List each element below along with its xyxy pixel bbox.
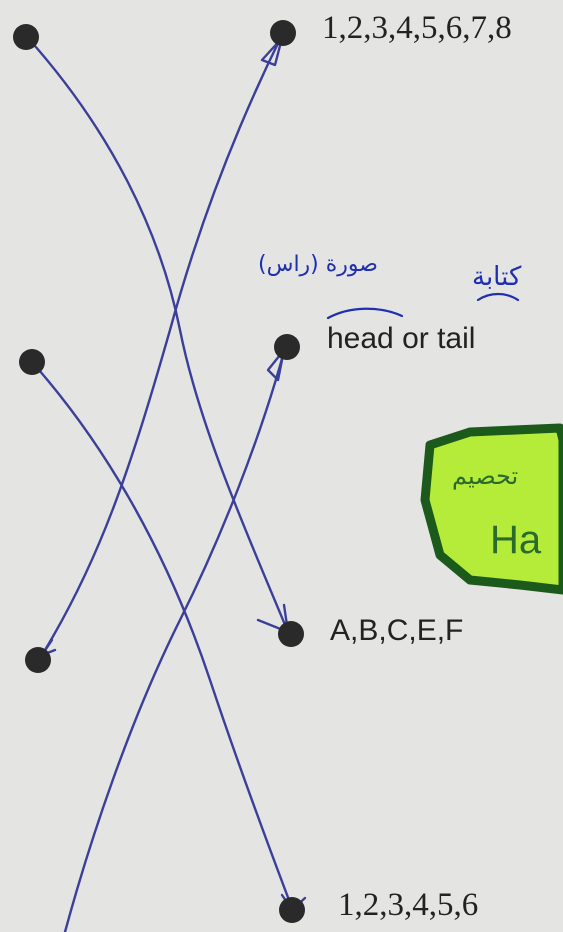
dot-lower-right bbox=[278, 621, 304, 647]
dot-top-left bbox=[13, 24, 39, 50]
dot-bottom-right bbox=[279, 897, 305, 923]
bracket-head bbox=[326, 307, 404, 320]
green-tag-arabic: تحصيم bbox=[452, 462, 519, 490]
label-head-or-tail: head or tail bbox=[327, 322, 476, 355]
line-mid-left-to-bottom-right bbox=[30, 360, 294, 910]
green-tag-english: Ha bbox=[490, 518, 542, 562]
line-bottom-left-to-mid-right bbox=[63, 346, 287, 932]
arrowhead-mid-right bbox=[266, 348, 286, 382]
dot-mid-right bbox=[274, 334, 300, 360]
dot-mid-left bbox=[19, 349, 45, 375]
handwriting-arabic-right: كتابة bbox=[472, 262, 522, 292]
green-tag-shape bbox=[420, 423, 563, 595]
label-letters: A,B,C,E,F bbox=[330, 614, 464, 647]
handwriting-arabic-left: صورة (راس) bbox=[258, 252, 378, 277]
label-bottom-right: 1,2,3,4,5,6 bbox=[338, 887, 479, 923]
arrowhead-top-right bbox=[260, 36, 284, 67]
line-top-left-to-lower-right bbox=[26, 36, 290, 634]
dot-lower-left bbox=[25, 647, 51, 673]
dot-top-right bbox=[270, 20, 296, 46]
bracket-tail bbox=[476, 292, 520, 302]
line-lower-left-to-top-right bbox=[40, 33, 284, 657]
label-top-right: 1,2,3,4,5,6,7,8 bbox=[322, 10, 512, 46]
